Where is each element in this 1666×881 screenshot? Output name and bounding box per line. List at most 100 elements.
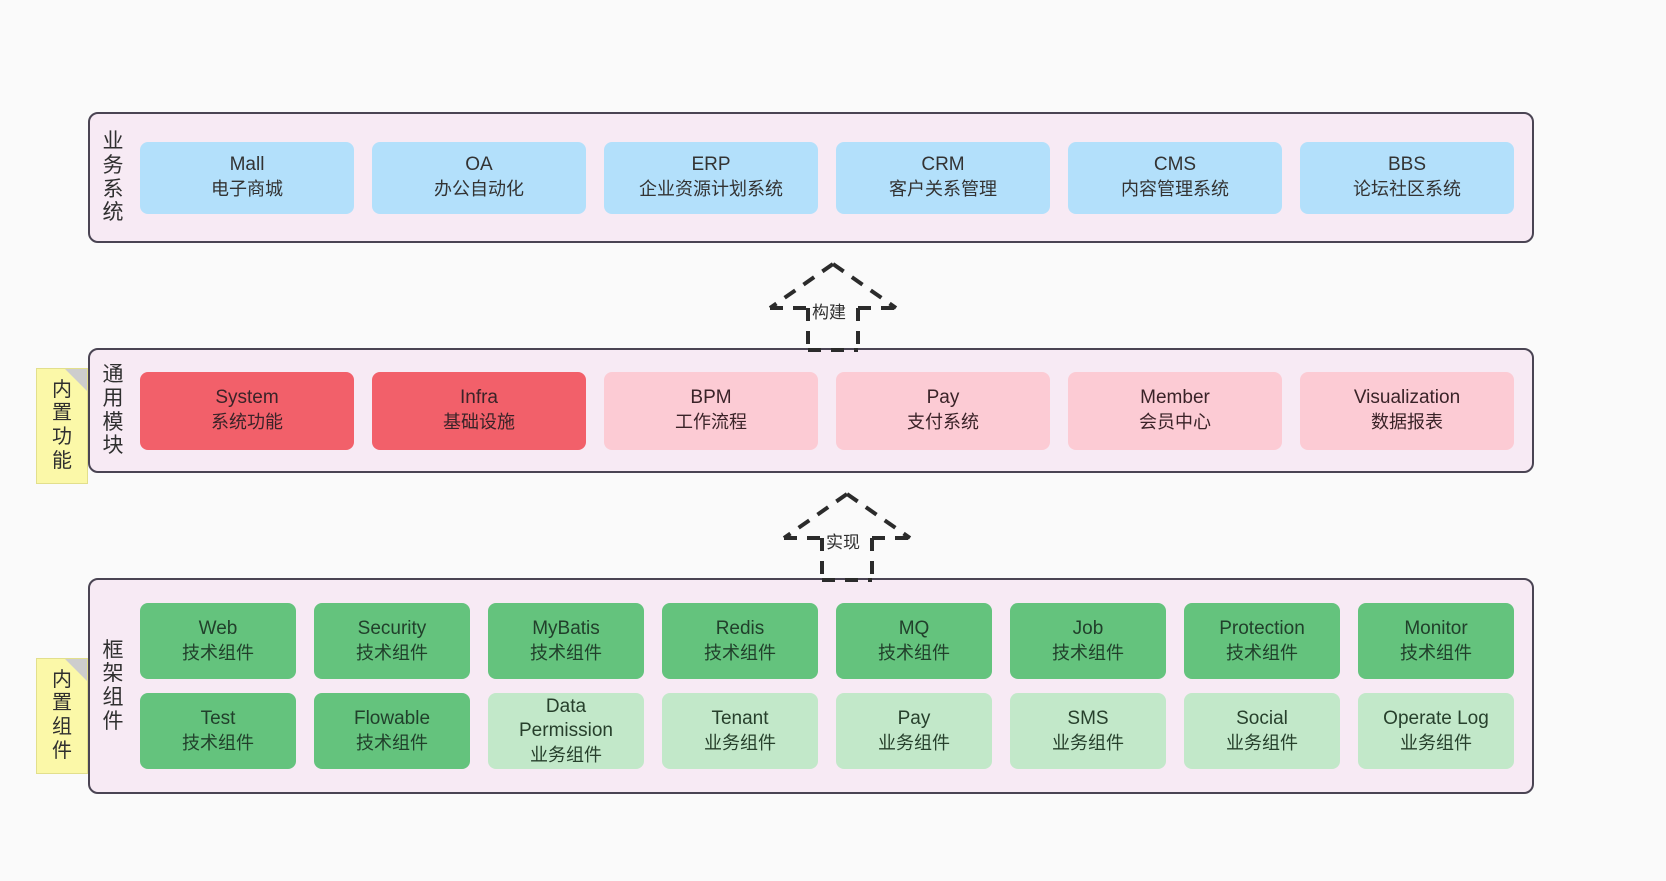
card-job[interactable]: Job 技术组件 [1010, 603, 1166, 679]
layer-label-char: 组 [102, 686, 124, 709]
card-title: CRM [921, 154, 965, 176]
layer-label-char: 统 [102, 201, 124, 225]
layer-label-char: 件 [102, 709, 124, 733]
card-web[interactable]: Web 技术组件 [140, 603, 296, 679]
card-crm[interactable]: CRM 客户关系管理 [836, 141, 1050, 214]
card-subtitle: 会员中心 [1139, 412, 1211, 433]
card-subtitle: 系统功能 [211, 412, 283, 433]
card-security[interactable]: Security 技术组件 [314, 603, 470, 679]
card-operate-log[interactable]: Operate Log 业务组件 [1358, 693, 1514, 769]
card-subtitle: 业务组件 [704, 732, 776, 753]
card-title: Data Permission [519, 695, 613, 742]
card-member[interactable]: Member 会员中心 [1068, 371, 1282, 450]
card-title: OA [465, 154, 493, 176]
card-mybatis[interactable]: MyBatis 技术组件 [488, 603, 644, 679]
card-subtitle: 技术组件 [1052, 642, 1124, 663]
sticky-fold-icon [65, 659, 87, 681]
card-subtitle: 技术组件 [704, 642, 776, 663]
card-row: System 系统功能 Infra 基础设施 BPM 工作流程 Pay 支付系统… [140, 371, 1514, 450]
layer-body-common-modules: System 系统功能 Infra 基础设施 BPM 工作流程 Pay 支付系统… [136, 350, 1532, 471]
card-subtitle: 技术组件 [1226, 642, 1298, 663]
card-subtitle: 业务组件 [1052, 732, 1124, 753]
card-title: Infra [459, 387, 499, 409]
card-oa[interactable]: OA 办公自动化 [372, 141, 586, 214]
card-title: Member [1140, 387, 1210, 409]
card-sms[interactable]: SMS 业务组件 [1010, 693, 1166, 769]
card-monitor[interactable]: Monitor 技术组件 [1358, 603, 1514, 679]
sticky-char: 能 [52, 449, 72, 472]
card-test[interactable]: Test 技术组件 [140, 693, 296, 769]
card-bbs[interactable]: BBS 论坛社区系统 [1300, 141, 1514, 214]
sticky-note-builtin-components: 内 置 组 件 [36, 658, 88, 774]
card-bpm[interactable]: BPM 工作流程 [604, 371, 818, 450]
card-cms[interactable]: CMS 内容管理系统 [1068, 141, 1282, 214]
card-flowable[interactable]: Flowable 技术组件 [314, 693, 470, 769]
layer-business-systems: 业 务 系 统 Mall 电子商城 OA 办公自动化 ERP 企业资源计划系统 [88, 112, 1534, 243]
card-mq[interactable]: MQ 技术组件 [836, 603, 992, 679]
card-subtitle: 业务组件 [1400, 732, 1472, 753]
card-data-permission[interactable]: Data Permission 业务组件 [488, 693, 644, 769]
sticky-char: 功 [52, 426, 72, 448]
card-subtitle: 业务组件 [878, 732, 950, 753]
card-subtitle: 技术组件 [1400, 642, 1472, 663]
card-title: Security [357, 617, 427, 639]
sticky-fold-icon [65, 369, 87, 391]
layer-common-modules: 通 用 模 块 System 系统功能 Infra 基础设施 BPM 工作流程 [88, 348, 1534, 473]
card-title: Test [200, 707, 236, 729]
connector-build-label: 构建 [810, 298, 848, 323]
card-pay-business[interactable]: Pay 业务组件 [836, 693, 992, 769]
card-title: Pay [897, 707, 931, 729]
card-title: CMS [1153, 154, 1197, 176]
card-subtitle: 技术组件 [182, 732, 254, 753]
card-erp[interactable]: ERP 企业资源计划系统 [604, 141, 818, 214]
card-pay[interactable]: Pay 支付系统 [836, 371, 1050, 450]
card-protection[interactable]: Protection 技术组件 [1184, 603, 1340, 679]
sticky-char: 组 [52, 716, 72, 738]
card-subtitle: 内容管理系统 [1121, 179, 1229, 200]
layer-label-char: 系 [102, 177, 124, 201]
layer-body-business-systems: Mall 电子商城 OA 办公自动化 ERP 企业资源计划系统 CRM 客户关系… [136, 114, 1532, 241]
card-title: Job [1072, 617, 1104, 639]
card-title: Redis [715, 617, 765, 639]
card-subtitle: 技术组件 [878, 642, 950, 663]
connector-build: 构建 [758, 258, 908, 352]
card-title: Operate Log [1383, 707, 1489, 729]
card-title: Social [1236, 707, 1288, 729]
card-social[interactable]: Social 业务组件 [1184, 693, 1340, 769]
card-subtitle: 技术组件 [182, 642, 254, 663]
card-system[interactable]: System 系统功能 [140, 371, 354, 450]
card-mall[interactable]: Mall 电子商城 [140, 141, 354, 214]
card-subtitle: 工作流程 [675, 412, 747, 433]
connector-implement-label: 实现 [824, 528, 862, 553]
sticky-note-builtin-features: 内 置 功 能 [36, 368, 88, 484]
card-row: Mall 电子商城 OA 办公自动化 ERP 企业资源计划系统 CRM 客户关系… [140, 141, 1514, 214]
sticky-char: 置 [52, 402, 72, 425]
layer-label-char: 用 [102, 386, 124, 410]
card-subtitle: 客户关系管理 [889, 179, 997, 200]
card-row-business: Test 技术组件 Flowable 技术组件 Data Permission … [140, 693, 1514, 769]
card-visualization[interactable]: Visualization 数据报表 [1300, 371, 1514, 450]
card-tenant[interactable]: Tenant 业务组件 [662, 693, 818, 769]
layer-label-char: 通 [102, 363, 124, 387]
layer-framework-components: 框 架 组 件 Web 技术组件 Security 技术组件 MyBatis 技… [88, 578, 1534, 794]
layer-label-char: 框 [102, 638, 124, 662]
layer-label-common-modules: 通 用 模 块 [90, 350, 136, 471]
card-title: Protection [1219, 617, 1305, 639]
card-subtitle: 技术组件 [530, 642, 602, 663]
layer-label-framework-components: 框 架 组 件 [90, 580, 136, 792]
card-redis[interactable]: Redis 技术组件 [662, 603, 818, 679]
connector-build-arrow [768, 262, 898, 352]
layer-label-char: 模 [102, 410, 124, 434]
sticky-char: 置 [52, 692, 72, 715]
card-title: Visualization [1353, 387, 1461, 409]
card-subtitle: 业务组件 [530, 745, 602, 765]
card-infra[interactable]: Infra 基础设施 [372, 371, 586, 450]
connector-implement-arrow [782, 492, 912, 582]
connector-implement: 实现 [772, 488, 922, 582]
card-subtitle: 技术组件 [356, 732, 428, 753]
card-title: Pay [926, 387, 960, 409]
card-title: MQ [898, 617, 930, 639]
layer-label-char: 务 [102, 153, 124, 177]
sticky-char: 件 [52, 739, 72, 762]
card-subtitle: 业务组件 [1226, 732, 1298, 753]
